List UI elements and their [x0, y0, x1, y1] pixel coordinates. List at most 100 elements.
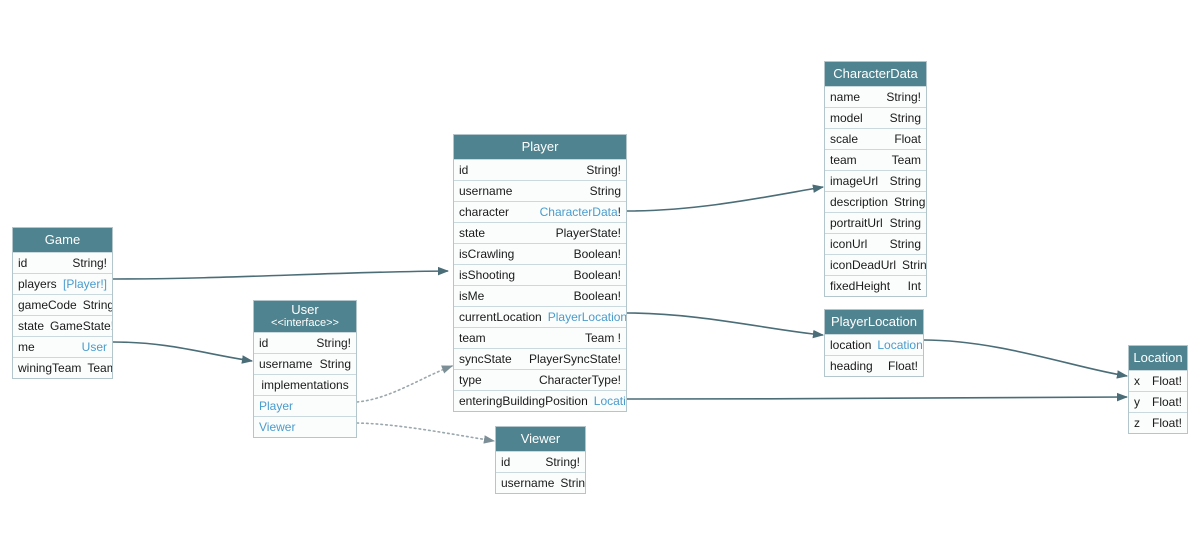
entity-characterdata[interactable]: CharacterData name String! model String … [824, 61, 927, 297]
field-name: team [459, 331, 486, 345]
field-type: GameState! [50, 319, 112, 333]
field-type-link[interactable]: Location [593, 394, 626, 408]
field-type: Team [891, 153, 921, 167]
field-name: id [259, 336, 269, 350]
field-type: PlayerState! [555, 226, 621, 240]
implementation-player[interactable]: Player [259, 399, 294, 413]
field-row[interactable]: fixedHeight Int [825, 275, 926, 296]
implementation-viewer[interactable]: Viewer [259, 420, 296, 434]
field-row[interactable]: state PlayerState! [454, 222, 626, 243]
field-row[interactable]: x Float! [1129, 370, 1187, 391]
field-row[interactable]: description String [825, 191, 926, 212]
field-name: isShooting [459, 268, 516, 282]
field-row[interactable]: id String! [496, 451, 585, 472]
field-type-link[interactable]: [Player!] [62, 277, 107, 291]
field-type: Float [894, 132, 921, 146]
field-row[interactable]: iconUrl String [825, 233, 926, 254]
field-row[interactable]: syncState PlayerSyncState! [454, 348, 626, 369]
entity-playerlocation-title: PlayerLocation [825, 310, 923, 334]
field-type: Float! [1151, 395, 1182, 409]
field-row[interactable]: imageUrl String [825, 170, 926, 191]
field-row[interactable]: username String [254, 353, 356, 374]
field-type: String! [72, 256, 107, 270]
field-type: Boolean! [573, 268, 621, 282]
field-row[interactable]: isCrawling Boolean! [454, 243, 626, 264]
field-name: iconUrl [830, 237, 868, 251]
field-name: username [459, 184, 513, 198]
field-name: location [830, 338, 872, 352]
field-type: String [889, 237, 921, 251]
field-type-link[interactable]: Location [877, 338, 923, 352]
field-row[interactable]: currentLocation PlayerLocation! [454, 306, 626, 327]
field-type: String [902, 258, 926, 272]
field-row[interactable]: z Float! [1129, 412, 1187, 433]
entity-viewer-title: Viewer [496, 427, 585, 451]
field-row[interactable]: heading Float! [825, 355, 923, 376]
field-name: syncState [459, 352, 512, 366]
field-row[interactable]: team Team [825, 149, 926, 170]
field-row[interactable]: isMe Boolean! [454, 285, 626, 306]
field-row[interactable]: team Team ! [454, 327, 626, 348]
field-name: imageUrl [830, 174, 879, 188]
field-type-link[interactable]: CharacterData [539, 205, 618, 219]
implementation-row[interactable]: Viewer [254, 416, 356, 437]
field-name: gameCode [18, 298, 77, 312]
field-name: fixedHeight [830, 279, 891, 293]
field-type-link[interactable]: User [81, 340, 107, 354]
field-row[interactable]: portraitUrl String [825, 212, 926, 233]
entity-location[interactable]: Location x Float! y Float! z Float! [1128, 345, 1188, 434]
field-name: state [18, 319, 45, 333]
edge-playerlocation-location-to-location [922, 339, 1129, 379]
field-row[interactable]: state GameState! [13, 315, 112, 336]
entity-game-title: Game [13, 228, 112, 252]
field-name: z [1134, 416, 1140, 430]
field-row[interactable]: type CharacterType! [454, 369, 626, 390]
field-row[interactable]: y Float! [1129, 391, 1187, 412]
field-type: Team [87, 361, 112, 375]
field-type: Boolean! [573, 289, 621, 303]
field-name: id [501, 455, 511, 469]
field-type: CharacterData! [540, 206, 621, 218]
field-row[interactable]: character CharacterData! [454, 201, 626, 222]
field-row[interactable]: location Location! [825, 334, 923, 355]
field-row[interactable]: iconDeadUrl String [825, 254, 926, 275]
edge-user-implements-viewer [356, 422, 496, 444]
field-type: String! [82, 298, 112, 312]
implementation-row[interactable]: Player [254, 395, 356, 416]
field-type-link[interactable]: PlayerLocation [547, 310, 626, 324]
field-row[interactable]: winingTeam Team [13, 357, 112, 378]
field-row[interactable]: id String! [13, 252, 112, 273]
field-row[interactable]: id String! [454, 159, 626, 180]
field-row[interactable]: gameCode String! [13, 294, 112, 315]
field-row[interactable]: players [Player!] [13, 273, 112, 294]
edge-game-players-to-player [112, 266, 450, 280]
field-row[interactable]: username String [454, 180, 626, 201]
field-row[interactable]: isShooting Boolean! [454, 264, 626, 285]
field-type: String [894, 195, 926, 209]
field-type: String! [886, 90, 921, 104]
field-type: Boolean! [573, 247, 621, 261]
field-row[interactable]: id String! [254, 332, 356, 353]
field-row[interactable]: username String [496, 472, 585, 493]
field-type: String! [586, 163, 621, 177]
entity-viewer[interactable]: Viewer id String! username String [495, 426, 586, 494]
field-row[interactable]: me User [13, 336, 112, 357]
entity-user[interactable]: User <<interface>> id String! username S… [253, 300, 357, 438]
field-type: String [560, 476, 585, 490]
entity-playerlocation[interactable]: PlayerLocation location Location! headin… [824, 309, 924, 377]
field-name: id [459, 163, 469, 177]
field-name: portraitUrl [830, 216, 883, 230]
entity-player[interactable]: Player id String! username String charac… [453, 134, 627, 412]
field-type: String! [316, 336, 351, 350]
field-row[interactable]: scale Float [825, 128, 926, 149]
field-row[interactable]: enteringBuildingPosition Location [454, 390, 626, 411]
field-type: Float! [887, 359, 918, 373]
entity-game[interactable]: Game id String! players [Player!] gameCo… [12, 227, 113, 379]
field-type: Float! [1151, 416, 1182, 430]
entity-characterdata-title: CharacterData [825, 62, 926, 86]
field-name: me [18, 340, 35, 354]
field-row[interactable]: name String! [825, 86, 926, 107]
field-type: Float! [1151, 374, 1182, 388]
field-name: id [18, 256, 28, 270]
field-row[interactable]: model String [825, 107, 926, 128]
